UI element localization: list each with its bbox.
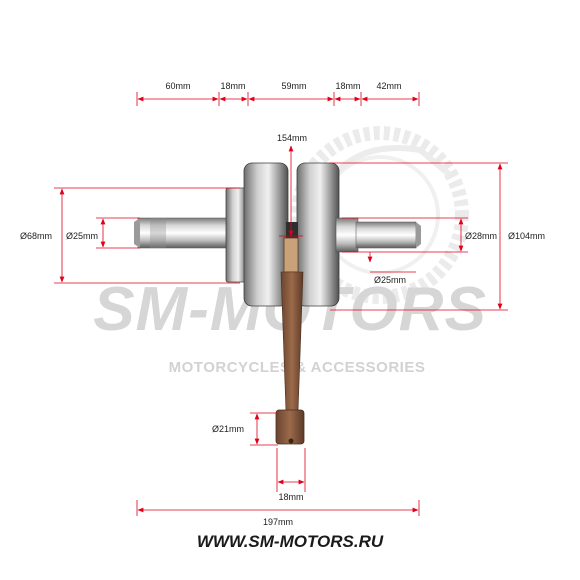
label-left-shaft-length: 60mm	[165, 81, 190, 91]
label-right-shaft-length: 42mm	[376, 81, 401, 91]
label-left-shaft-diameter: Ø25mm	[66, 231, 98, 241]
big-end-bearing	[283, 237, 299, 273]
label-small-end-diameter: Ø21mm	[212, 424, 244, 434]
label-center-distance: 154mm	[277, 133, 307, 143]
label-flywheel-diameter: Ø104mm	[508, 231, 545, 241]
crankshaft-part	[134, 162, 421, 445]
dimension-lines	[54, 92, 508, 516]
label-right-bearing-width: 18mm	[335, 81, 360, 91]
website-url[interactable]: WWW.SM-MOTORS.RU	[197, 532, 384, 551]
label-right-shaft-diameter: Ø25mm	[374, 275, 406, 285]
right-shaft	[355, 221, 417, 249]
label-left-bearing-width: 18mm	[220, 81, 245, 91]
label-right-bearing-seat-diameter: Ø28mm	[465, 231, 497, 241]
connecting-rod	[280, 271, 304, 413]
right-flywheel	[296, 162, 340, 307]
dimension-labels: 60mm 18mm 59mm 18mm 42mm 154mm Ø68mm Ø25…	[20, 81, 545, 527]
label-total-length: 197mm	[263, 517, 293, 527]
right-bearing-seat	[335, 217, 359, 253]
label-flywheels-width: 59mm	[281, 81, 306, 91]
label-small-end-width: 18mm	[278, 492, 303, 502]
small-end	[275, 409, 305, 445]
label-left-bearing-diameter: Ø68mm	[20, 231, 52, 241]
